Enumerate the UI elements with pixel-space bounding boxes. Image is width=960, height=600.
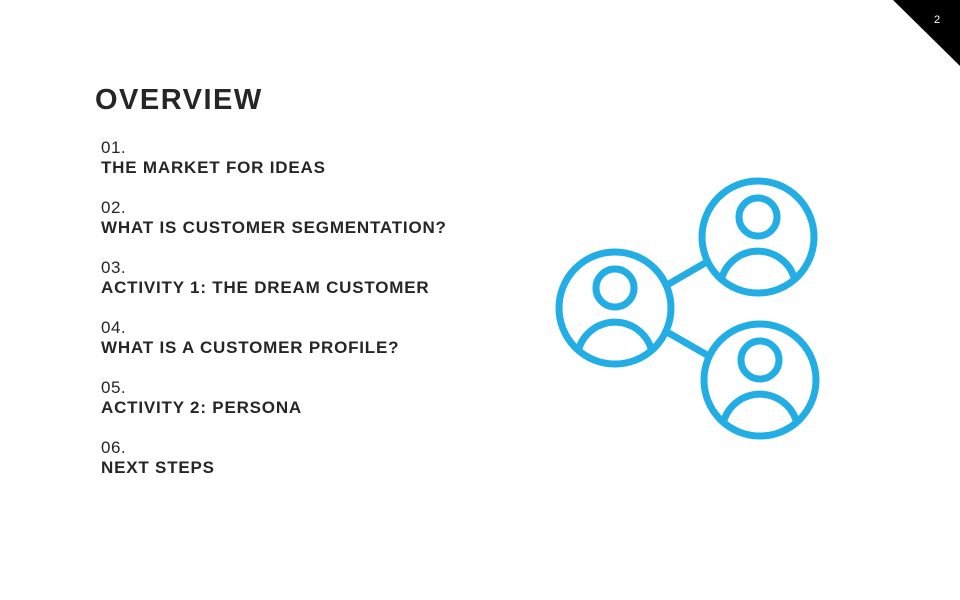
person-icon — [700, 320, 820, 440]
page-title: OVERVIEW — [95, 84, 263, 116]
overview-list: 01.THE MARKET FOR IDEAS 02.WHAT IS CUSTO… — [101, 138, 447, 498]
item-label: ACTIVITY 1: THE DREAM CUSTOMER — [101, 278, 430, 297]
person-icon — [698, 177, 818, 297]
list-item: 03.ACTIVITY 1: THE DREAM CUSTOMER — [101, 258, 447, 318]
item-label: THE MARKET FOR IDEAS — [101, 158, 326, 177]
list-item: 06.NEXT STEPS — [101, 438, 447, 498]
item-number: 04. — [101, 318, 127, 337]
item-label: WHAT IS CUSTOMER SEGMENTATION? — [101, 218, 447, 237]
item-label: ACTIVITY 2: PERSONA — [101, 398, 302, 417]
list-item: 05.ACTIVITY 2: PERSONA — [101, 378, 447, 438]
person-icon — [555, 248, 675, 368]
item-number: 05. — [101, 378, 127, 397]
list-item: 02.WHAT IS CUSTOMER SEGMENTATION? — [101, 198, 447, 258]
item-number: 03. — [101, 258, 127, 277]
item-number: 01. — [101, 138, 127, 157]
item-label: WHAT IS A CUSTOMER PROFILE? — [101, 338, 400, 357]
item-number: 06. — [101, 438, 127, 457]
corner-decoration — [893, 0, 960, 66]
item-number: 02. — [101, 198, 127, 217]
list-item: 04.WHAT IS A CUSTOMER PROFILE? — [101, 318, 447, 378]
list-item: 01.THE MARKET FOR IDEAS — [101, 138, 447, 198]
item-label: NEXT STEPS — [101, 458, 215, 477]
page-number: 2 — [934, 14, 941, 26]
